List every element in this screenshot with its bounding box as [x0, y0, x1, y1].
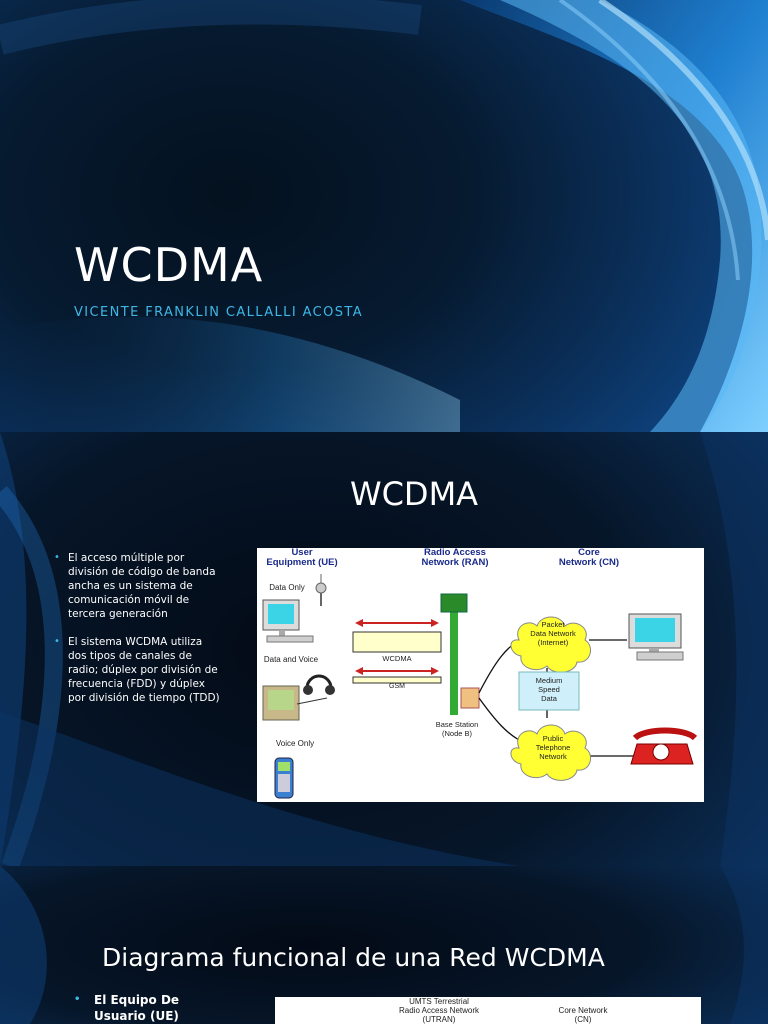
ue-header: User Equipment (UE) — [266, 547, 338, 568]
headset-icon — [296, 674, 335, 705]
bullet-list: • El Equipo De Usuario (UE) — [74, 992, 234, 1024]
slide-title: Diagrama funcional de una Red WCDMA — [102, 943, 605, 972]
voice-only-label: Voice Only — [275, 739, 315, 748]
slide-title: WCDMA — [349, 475, 479, 513]
data-only-label: Data Only — [269, 583, 305, 592]
utran-label: UMTS Terrestrial Radio Access Network (U… — [398, 997, 480, 1024]
ran-header: Radio Access Network (RAN) — [421, 547, 489, 568]
red-telephone-icon — [630, 727, 698, 765]
bullet-item: El acceso múltiple por división de códig… — [54, 551, 224, 621]
computer-icon — [262, 599, 314, 643]
author-subtitle: VICENTE FRANKLIN CALLALLI ACOSTA — [74, 305, 364, 320]
packet-network-label: Packet Data Network (Internet) — [530, 620, 576, 647]
medium-speed-label: Medium Speed Data — [535, 676, 563, 703]
gsm-link — [352, 667, 442, 684]
title-slide: WCDMA VICENTE FRANKLIN CALLALLI ACOSTA — [0, 0, 768, 432]
bullet-list: El acceso múltiple por división de códig… — [54, 551, 224, 719]
wcdma-link-label: WCDMA — [382, 654, 412, 663]
wcdma-overview-slide: WCDMA El acceso múltiple por división de… — [0, 432, 768, 866]
cellphone-icon — [274, 757, 294, 799]
server-computer-icon — [628, 613, 684, 661]
base-station-tower-icon — [440, 593, 480, 715]
pda-icon — [262, 685, 300, 721]
wcdma-link — [352, 619, 442, 653]
base-station-label: Base Station (Node B) — [435, 720, 479, 738]
packet-data-network-cloud — [510, 616, 592, 673]
core-network-label: Core Network (CN) — [558, 1006, 608, 1024]
public-telephone-network-cloud — [510, 724, 592, 781]
antenna-dish-icon — [315, 574, 327, 606]
data-and-voice-label: Data and Voice — [263, 655, 319, 664]
bullet-item: El sistema WCDMA utiliza dos tipos de ca… — [54, 635, 224, 705]
wcdma-network-diagram: User Equipment (UE) Radio Access Network… — [257, 548, 704, 802]
blue-swirl-background — [0, 0, 768, 432]
cn-header: Core Network (CN) — [558, 547, 620, 568]
public-telephone-label: Public Telephone Network — [535, 734, 571, 761]
gsm-link-label: GSM — [389, 683, 405, 690]
medium-speed-data-box — [518, 671, 580, 711]
slide-title: WCDMA — [74, 238, 264, 292]
functional-diagram-slide: Diagrama funcional de una Red WCDMA • El… — [0, 866, 768, 1024]
bullet-dot: • — [74, 994, 81, 1005]
functional-network-diagram: UMTS Terrestrial Radio Access Network (U… — [275, 997, 701, 1024]
bullet-item: El Equipo De Usuario (UE) — [94, 993, 180, 1023]
